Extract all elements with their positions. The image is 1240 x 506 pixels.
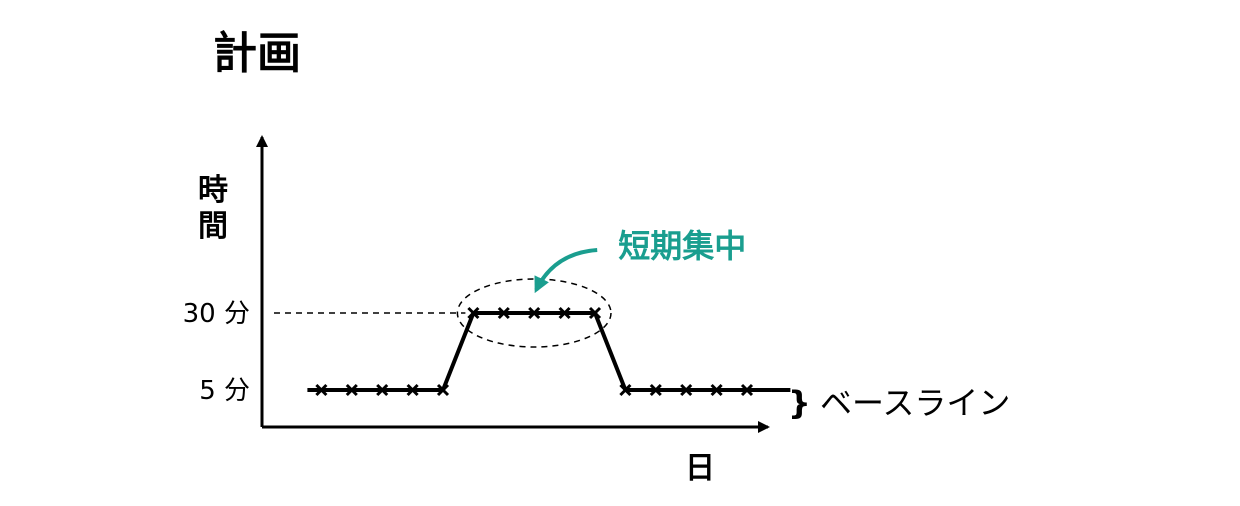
data-point-marker (619, 383, 632, 397)
data-point-marker (649, 383, 662, 397)
y-axis-title-char: 間 (198, 209, 228, 244)
data-point-marker (467, 306, 480, 320)
series-line (307, 311, 791, 392)
data-point-marker (406, 383, 419, 397)
data-point-marker (528, 306, 541, 320)
annotation-arrow (534, 248, 598, 294)
data-point-marker (436, 383, 450, 397)
data-point-marker (558, 306, 571, 320)
baseline-label: ベースライン (820, 384, 1010, 422)
data-point-marker (740, 383, 754, 397)
chart-title: 計画 (213, 28, 301, 79)
data-point-marker (497, 306, 510, 320)
data-point-marker (376, 383, 389, 397)
x-axis-title: 日 (685, 451, 715, 486)
y-axis-title: 時間 (198, 173, 228, 244)
series-layer (307, 306, 791, 397)
brace-symbol: } (788, 384, 811, 422)
y-tick-label: 30 分 (183, 299, 250, 329)
y-axis-title-char: 時 (198, 173, 228, 208)
data-point-marker (588, 306, 602, 320)
data-point-marker (315, 383, 328, 397)
data-point-marker (680, 383, 693, 397)
data-point-marker (710, 383, 723, 397)
annotation-label: 短期集中 (618, 227, 746, 265)
y-tick-label: 5 分 (199, 376, 250, 406)
data-point-marker (345, 383, 358, 397)
annotation-layer: 短期集中}ベースライン (456, 227, 1010, 422)
focus-ellipse (456, 278, 612, 348)
y-tick-layer: 5 分 30 分 (183, 299, 250, 406)
